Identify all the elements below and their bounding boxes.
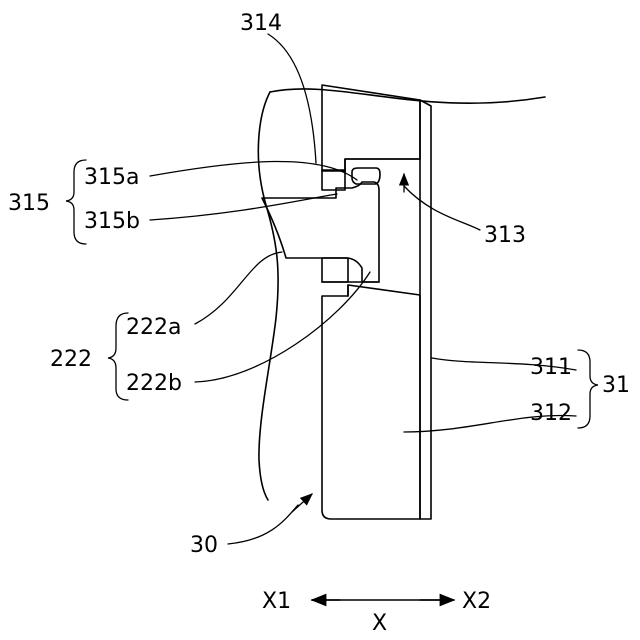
- brace-222: [108, 313, 128, 400]
- label-222b: 222b: [126, 371, 182, 396]
- leader-314: [268, 34, 316, 163]
- axis-label-x2: X2: [462, 589, 491, 614]
- axis-label-x1: X1: [262, 589, 291, 614]
- housing-break-outline: [258, 92, 278, 500]
- brace-31: [578, 350, 598, 428]
- label-314: 314: [240, 11, 282, 36]
- label-315: 315: [8, 191, 50, 216]
- upper-break-line: [270, 89, 545, 103]
- label-31: 31: [602, 373, 630, 398]
- axis-label-x: X: [372, 611, 387, 636]
- brace-315: [66, 160, 86, 244]
- label-313: 313: [484, 223, 526, 248]
- label-222a: 222a: [126, 315, 181, 340]
- label-30: 30: [190, 533, 218, 558]
- upper-wall-section: [322, 85, 420, 171]
- lower-wall-section: [322, 285, 420, 519]
- label-315b: 315b: [84, 209, 140, 234]
- leader-30-arrow: [292, 494, 312, 512]
- label-311: 311: [530, 355, 572, 380]
- label-222: 222: [50, 347, 92, 372]
- leader-313: [404, 186, 480, 230]
- leader-222a: [195, 252, 282, 324]
- outer-layer-section: [420, 100, 431, 519]
- seal-lower-part: [322, 258, 348, 282]
- leader-30: [228, 505, 298, 544]
- label-315a: 315a: [84, 165, 139, 190]
- label-312: 312: [530, 401, 572, 426]
- seal-upper-part: [322, 170, 345, 190]
- leader-222b: [195, 272, 370, 382]
